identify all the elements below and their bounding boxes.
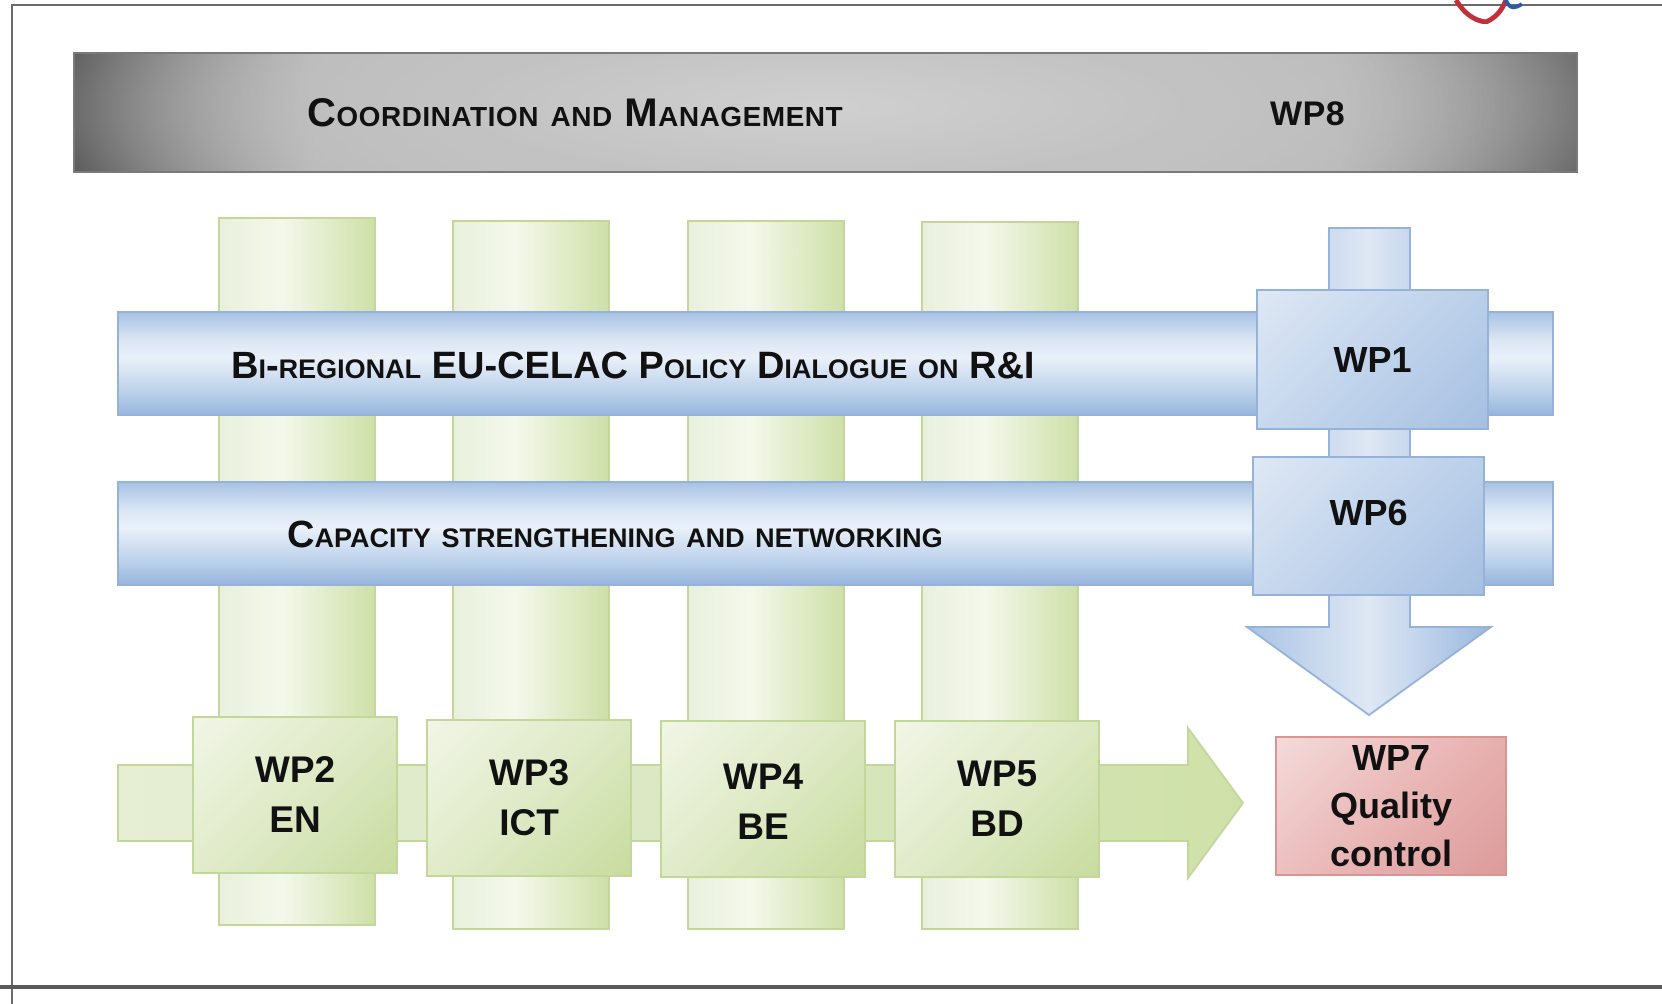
bottom-border <box>0 985 1662 989</box>
wp3-code: ICT <box>499 802 559 843</box>
wp7-quality-box: WP7 Quality control <box>1275 736 1507 876</box>
wp7-label: WP7 <box>1351 737 1430 778</box>
capacity-title: Capacity strengthening and networking <box>287 514 943 556</box>
policy-dialogue-title: Bi-regional EU-CELAC Policy Dialogue on … <box>231 345 1035 387</box>
wp5-code: BD <box>970 803 1024 844</box>
slide-frame <box>11 4 1662 1004</box>
quality-line1: Quality <box>1329 785 1453 826</box>
wp6-box: WP6 <box>1252 456 1485 596</box>
wp1-box: WP1 <box>1256 289 1489 430</box>
wp3-box: WP3 ICT <box>426 719 632 877</box>
wp1-label: WP1 <box>1333 338 1412 380</box>
wp5-box: WP5 BD <box>894 720 1100 878</box>
wp5-label: WP5 <box>956 753 1038 794</box>
wp6-label: WP6 <box>1329 492 1408 533</box>
wp2-label: WP2 <box>254 749 336 790</box>
wp4-label: WP4 <box>722 756 804 797</box>
coordination-management-bar: Coordination and Management WP8 <box>73 52 1578 173</box>
wp4-box: WP4 BE <box>660 720 866 878</box>
wp8-label: WP8 <box>1270 95 1346 133</box>
quality-line2: control <box>1330 833 1452 874</box>
wp2-box: WP2 EN <box>192 716 398 874</box>
coordination-management-title: Coordination and Management <box>307 91 844 135</box>
logo-fragment <box>1453 0 1524 24</box>
wp3-label: WP3 <box>488 752 570 793</box>
wp4-code: BE <box>737 806 789 847</box>
wp2-code: EN <box>269 799 321 840</box>
